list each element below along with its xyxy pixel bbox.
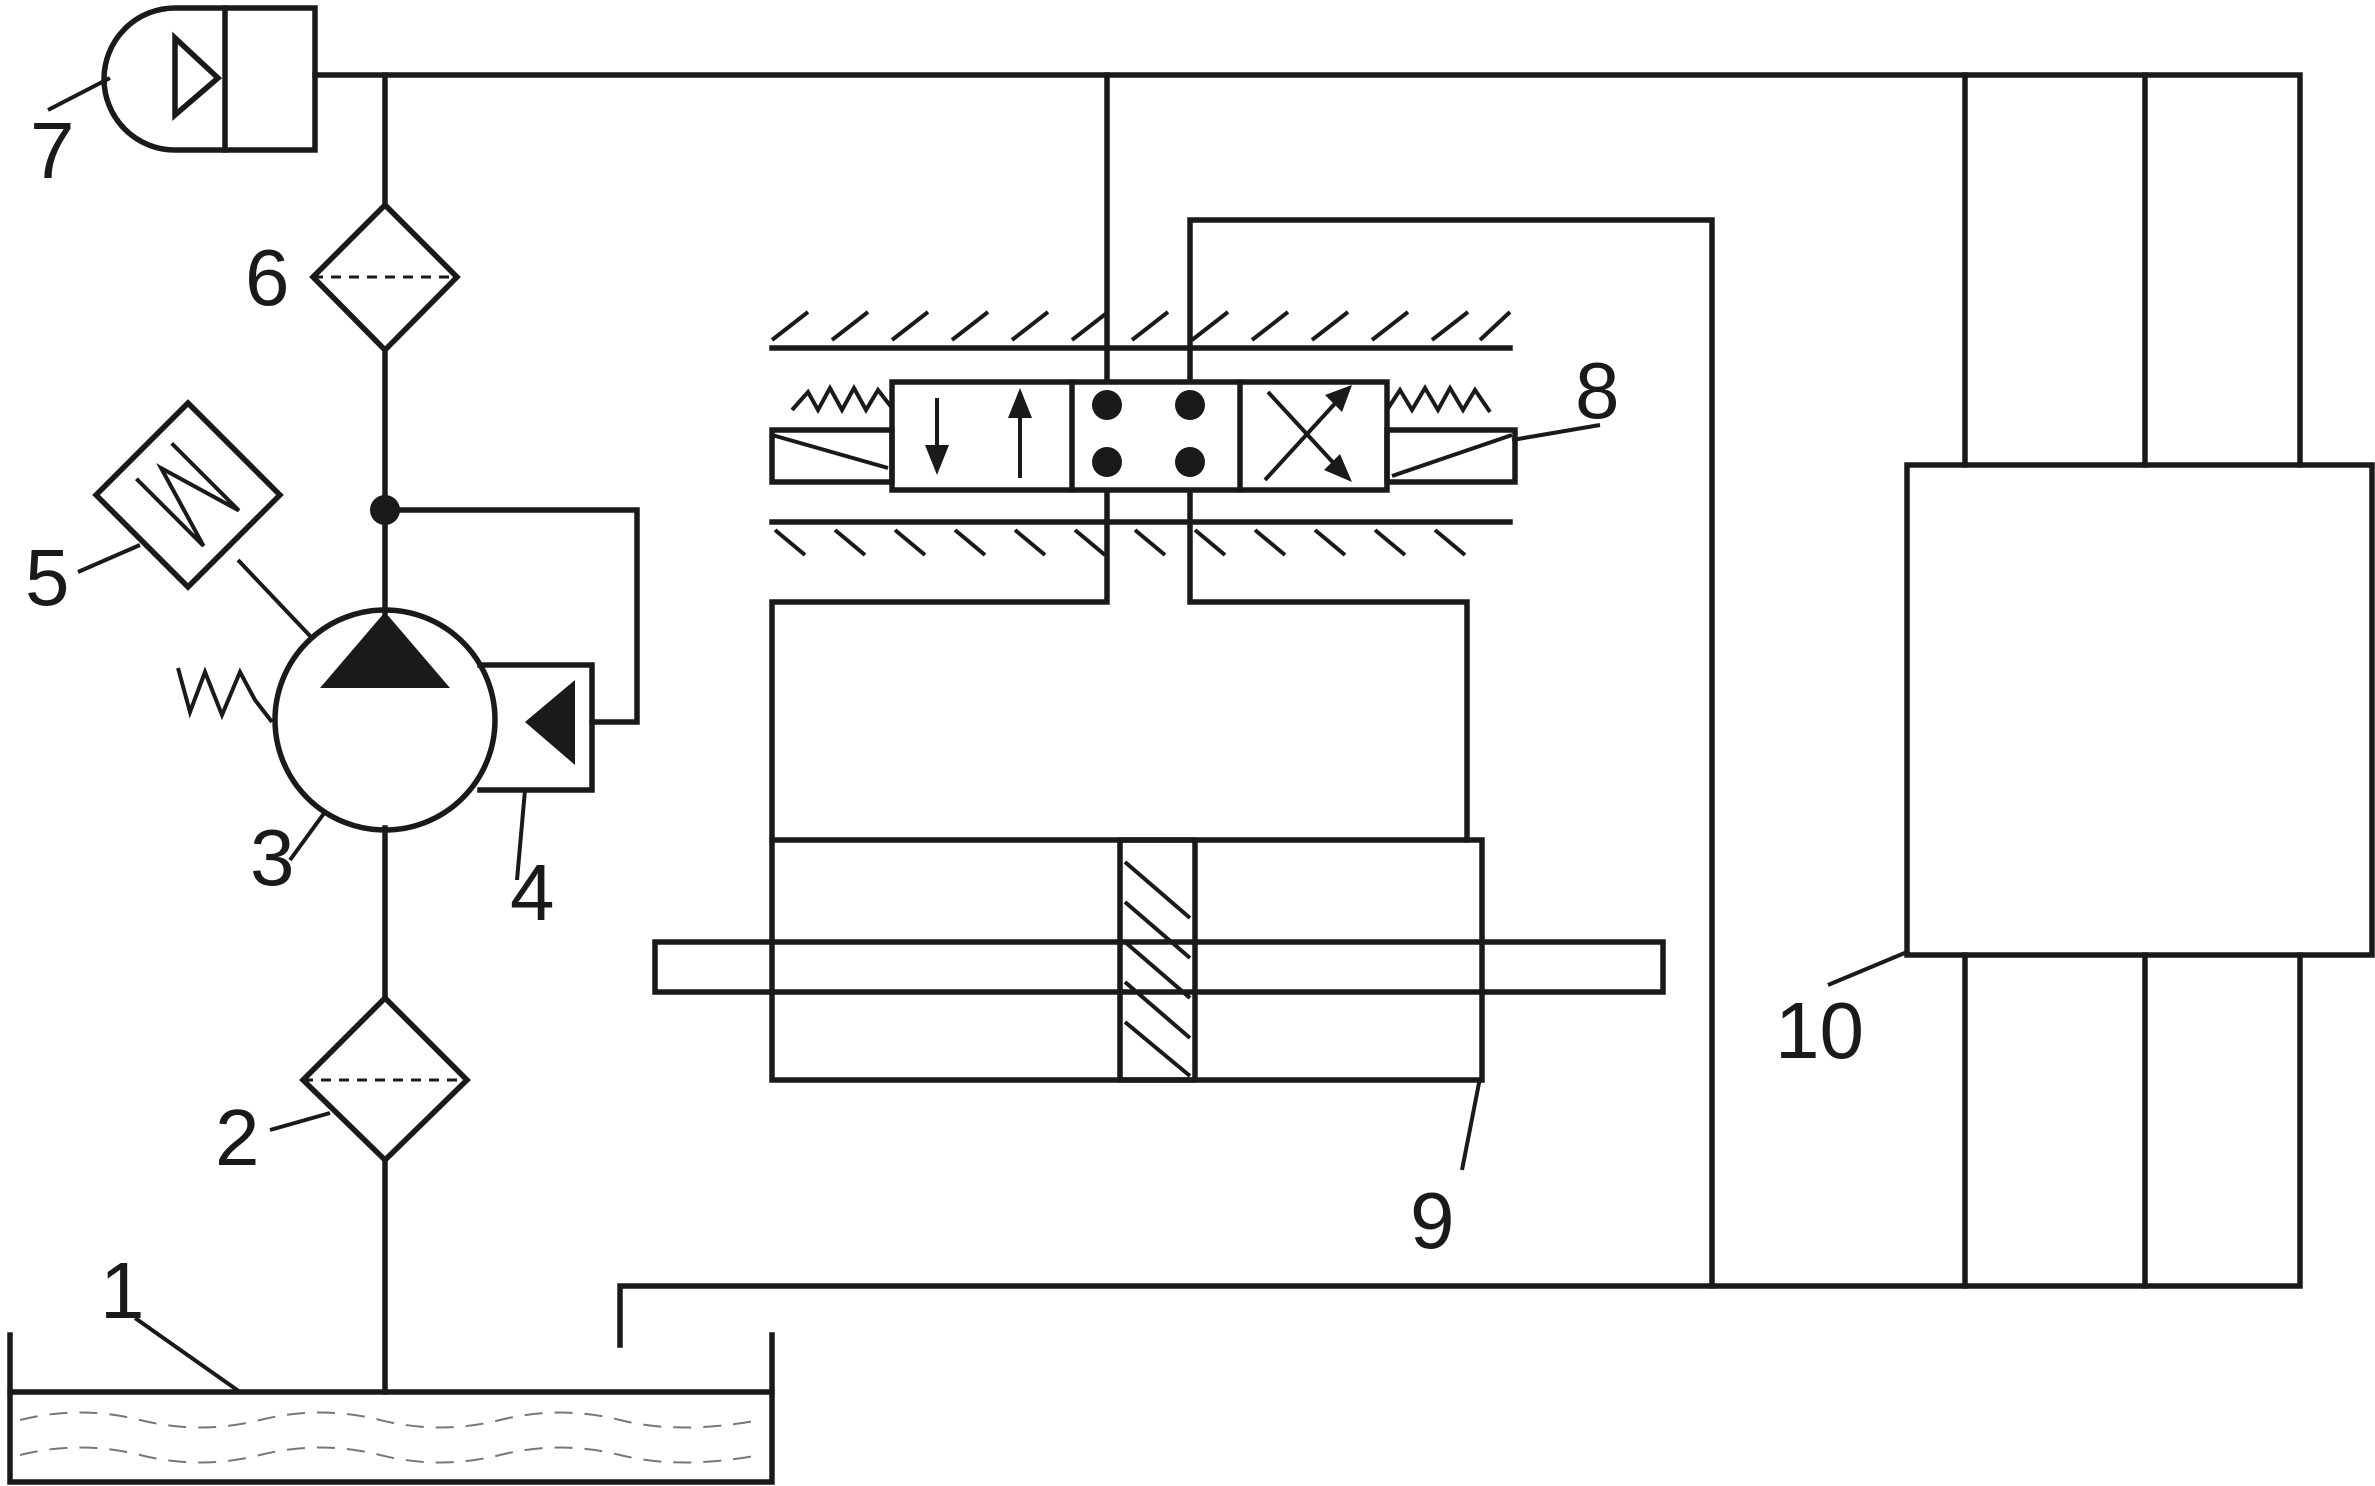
leader-9 — [1460, 1077, 1482, 1171]
block-10 — [1904, 462, 2375, 958]
label-5: 5 — [25, 533, 70, 622]
reservoir — [7, 1332, 775, 1485]
pressure-filter — [309, 201, 461, 354]
leader-4 — [515, 789, 527, 881]
label-6: 6 — [245, 233, 290, 322]
label-9: 9 — [1410, 1176, 1455, 1265]
leader-2 — [269, 1111, 331, 1132]
leader-7 — [47, 76, 111, 112]
servo-valve — [769, 310, 1518, 557]
pump-regulator — [477, 662, 595, 793]
label-4: 4 — [510, 848, 555, 937]
leader-1 — [133, 1316, 242, 1394]
motor — [92, 399, 284, 591]
leader-5 — [77, 543, 141, 574]
accumulator — [101, 5, 318, 153]
label-1: 1 — [100, 1246, 145, 1335]
suction-filter — [299, 994, 471, 1164]
leader-8 — [1511, 423, 1601, 442]
leader-3 — [288, 810, 327, 862]
label-7: 7 — [30, 106, 75, 195]
label-10: 10 — [1775, 986, 1864, 1075]
actuator — [652, 837, 1666, 1083]
label-3: 3 — [250, 813, 295, 902]
label-8: 8 — [1575, 346, 1620, 435]
junction-dot — [370, 495, 400, 525]
leader-10 — [1827, 950, 1908, 987]
hydraulic-lines — [312, 72, 2303, 1395]
label-2: 2 — [215, 1093, 260, 1182]
pump — [176, 558, 498, 833]
